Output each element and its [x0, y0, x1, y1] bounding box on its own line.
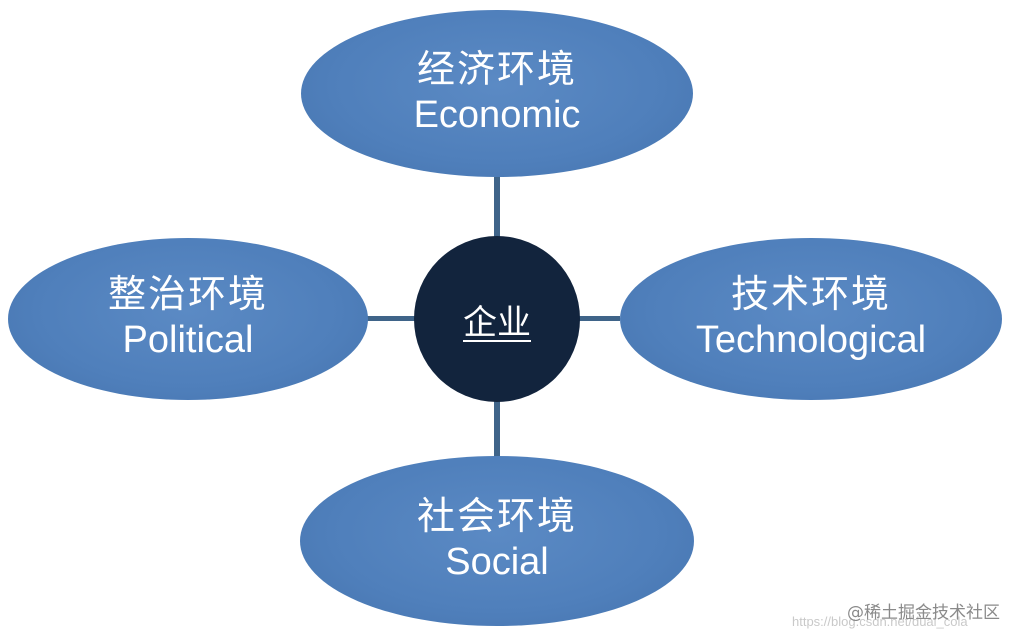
node-economic-en: Economic [413, 93, 581, 136]
node-social: 社会环境 Social [300, 456, 694, 626]
node-social-en: Social [445, 541, 549, 584]
node-social-zh: 社会环境 [416, 494, 577, 539]
node-economic: 经济环境 Economic [301, 10, 693, 177]
watermark-text: @稀土掘金技术社区 [847, 603, 1000, 623]
connector-right [578, 316, 620, 321]
node-technological: 技术环境 Technological [620, 238, 1002, 400]
node-economic-zh: 经济环境 [416, 46, 577, 91]
center-label: 企业 [463, 302, 531, 343]
connector-bottom [494, 401, 500, 457]
node-technological-zh: 技术环境 [730, 272, 891, 317]
node-political-zh: 整治环境 [107, 272, 268, 317]
node-technological-en: Technological [695, 319, 927, 362]
node-political: 整治环境 Political [8, 238, 368, 400]
watermark-url: https://blog.csdn.net/dual_cola [792, 614, 968, 629]
connector-left [366, 316, 416, 321]
node-political-en: Political [122, 319, 254, 362]
node-center-enterprise: 企业 [414, 236, 580, 402]
connector-top [494, 177, 500, 237]
